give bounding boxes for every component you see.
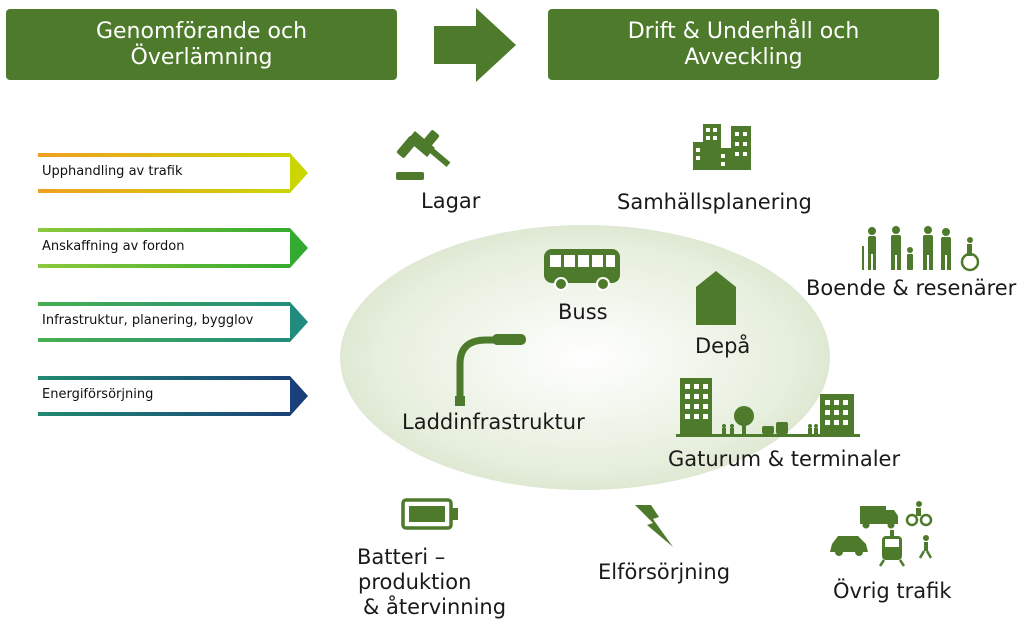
header-right-line2: Avveckling — [684, 44, 803, 70]
depot-icon — [696, 271, 736, 325]
label-batteri-line1: Batteri – — [357, 545, 446, 569]
gavel-icon — [396, 130, 451, 180]
header-left-line1: Genomförande och — [95, 18, 308, 44]
street-scene-icon — [676, 378, 860, 437]
header-left-line2: Överlämning — [130, 44, 273, 70]
header-right-line1: Drift & Underhåll och — [627, 18, 860, 44]
pill-energi: Energiförsörjning — [36, 376, 308, 416]
label-depa: Depå — [695, 334, 751, 358]
label-batteri-line3: & återvinning — [363, 595, 507, 619]
pill-label: Infrastruktur, planering, bygglov — [42, 313, 254, 328]
pill-label: Anskaffning av fordon — [42, 239, 185, 254]
label-lagar: Lagar — [421, 189, 481, 213]
pill-upphandling: Upphandling av trafik — [36, 153, 308, 193]
label-samhallsplanering: Samhällsplanering — [617, 190, 812, 214]
label-buss: Buss — [558, 300, 608, 324]
label-gaturum: Gaturum & terminaler — [668, 447, 901, 471]
label-ovrig-trafik: Övrig trafik — [833, 579, 952, 603]
label-elforsorjning: Elförsörjning — [598, 560, 731, 584]
pill-label: Upphandling av trafik — [42, 164, 183, 179]
lightning-icon — [635, 505, 673, 547]
phase-header-left: Genomförande och Överlämning — [6, 9, 397, 80]
label-boende: Boende & resenärer — [806, 276, 1017, 300]
phase-header-right: Drift & Underhåll och Avveckling — [548, 9, 939, 80]
buildings-icon — [693, 124, 751, 170]
label-batteri-line2: produktion — [358, 570, 472, 594]
pill-anskaffning: Anskaffning av fordon — [36, 228, 308, 268]
phase-arrow-icon — [434, 8, 516, 82]
other-traffic-icon — [830, 501, 933, 567]
pill-infrastruktur: Infrastruktur, planering, bygglov — [36, 302, 308, 342]
people-icon — [862, 226, 980, 272]
charging-post-icon — [455, 334, 526, 406]
bus-icon — [544, 249, 620, 291]
pill-label: Energiförsörjning — [42, 387, 154, 402]
label-laddinfra: Laddinfrastruktur — [402, 410, 585, 434]
battery-icon — [401, 498, 458, 530]
